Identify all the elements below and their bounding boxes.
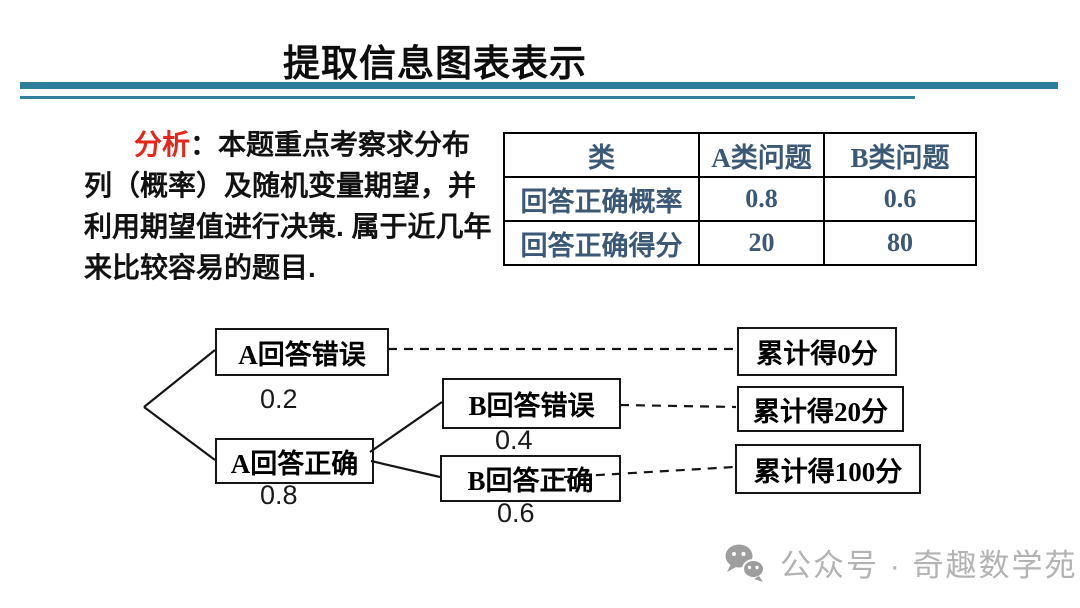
- analysis-line-1: 分析：本题重点考察求分布: [84, 124, 492, 165]
- row-label-probability: 回答正确概率: [503, 176, 700, 222]
- prob-b-wrong: 0.4: [495, 425, 533, 455]
- tree-node-a-wrong: A回答错误: [215, 328, 389, 376]
- analysis-line-1-text: 本题重点考察求分布: [218, 129, 471, 160]
- tree-node-a-right: A回答正确: [215, 438, 374, 484]
- cell-score-b: 80: [823, 220, 977, 266]
- cell-prob-b: 0.6: [823, 176, 977, 222]
- prob-b-right: 0.6: [497, 498, 535, 528]
- watermark: 公众号 · 奇趣数学苑: [722, 540, 1078, 585]
- analysis-line-2: 列（概率）及随机变量期望，并: [84, 170, 477, 201]
- tree-node-b-wrong: B回答错误: [442, 378, 621, 429]
- prob-a-right: 0.8: [260, 480, 298, 510]
- page-title: 提取信息图表表示: [283, 43, 587, 84]
- table-row-score: 回答正确得分 20 80: [503, 220, 977, 266]
- watermark-text: 公众号 · 奇趣数学苑: [780, 548, 1078, 583]
- cell-score-a: 20: [698, 220, 825, 266]
- prob-a-wrong: 0.2: [260, 384, 298, 414]
- tree-node-score-20: 累计得20分: [737, 386, 904, 432]
- analysis-paragraph: 分析：本题重点考察求分布 列（概率）及随机变量期望，并 利用期望值进行决策. 属…: [84, 124, 492, 288]
- question-table: 类 A类问题 B类问题 回答正确概率 0.8 0.6 回答正确得分 20 80: [503, 132, 977, 266]
- row-label-score: 回答正确得分: [503, 220, 700, 266]
- table-header-row: 类 A类问题 B类问题: [503, 132, 977, 178]
- header-rule-thin: [20, 96, 915, 99]
- tree-node-score-0: 累计得0分: [737, 327, 897, 376]
- table-row-probability: 回答正确概率 0.8 0.6: [503, 176, 977, 222]
- analysis-line-4: 来比较容易的题目.: [84, 252, 316, 283]
- table-header-b: B类问题: [823, 132, 977, 178]
- analysis-line-3: 利用期望值进行决策. 属于近几年: [84, 211, 492, 242]
- tree-node-score-100: 累计得100分: [735, 444, 921, 494]
- table-header-a: A类问题: [698, 132, 825, 178]
- tree-node-b-right: B回答正确: [440, 455, 621, 502]
- analysis-colon: ：: [190, 129, 219, 160]
- analysis-label: 分析: [134, 129, 191, 160]
- wechat-icon: [725, 544, 765, 582]
- cell-prob-a: 0.8: [698, 176, 825, 222]
- header-rule-thick: [20, 82, 1058, 89]
- table-header-class: 类: [503, 132, 700, 178]
